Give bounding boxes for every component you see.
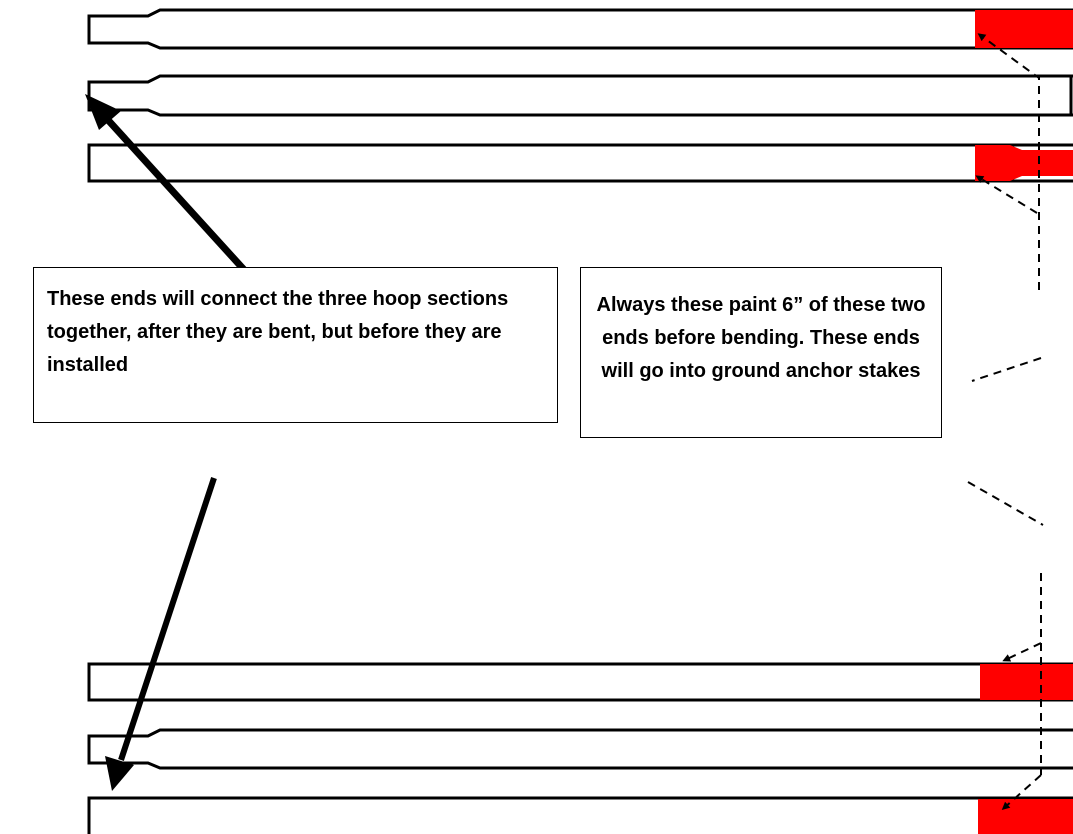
painted-end-1 [975,10,1073,48]
top-hoop-section-1 [87,8,1073,50]
painted-end-6 [978,799,1073,834]
bottom-hoop-section-1 [87,662,1073,702]
painted-ends-connector-bottom [967,481,1044,810]
connect-ends-arrow-top [85,94,250,276]
bottom-hoop-section-3 [87,796,1073,834]
callout-paint-ends: Always these paint 6” of these two ends … [580,267,942,438]
callout-connect-ends: These ends will connect the three hoop s… [33,267,558,423]
bottom-hoop-section-2 [87,728,1073,770]
connect-ends-arrow-bottom [105,477,217,791]
painted-ends-connector-top [971,33,1042,382]
top-hoop-section-3 [87,143,1073,183]
top-hoop-section-2 [87,74,1073,117]
painted-end-4 [980,664,1073,700]
painted-end-3 [975,145,1073,181]
